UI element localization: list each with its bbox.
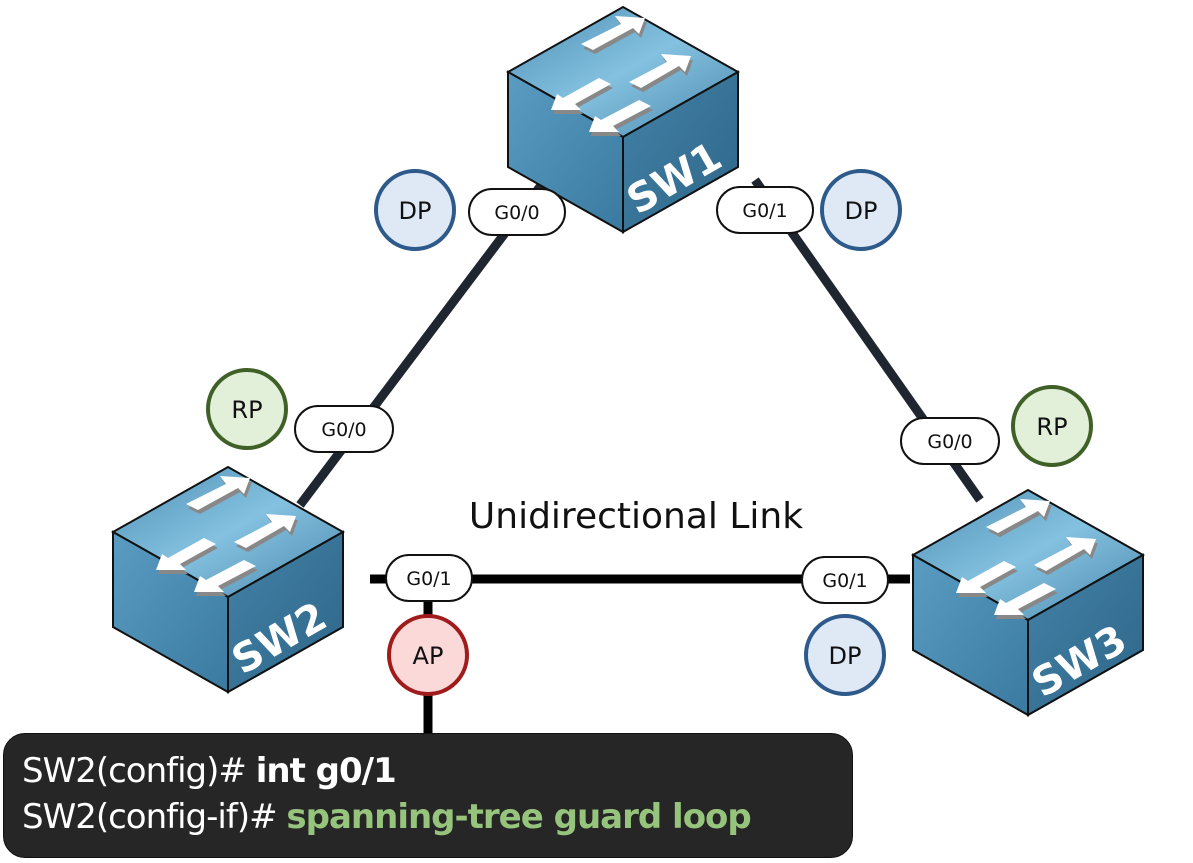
role-badge-dp-sw1-g01: DP	[820, 169, 902, 251]
role-label: RP	[231, 396, 262, 424]
cli-box: SW2(config)# int g0/1 SW2(config-if)# sp…	[3, 733, 853, 858]
link-title: Unidirectional Link	[469, 496, 803, 537]
cli-line: SW2(config-if)# spanning-tree guard loop	[22, 794, 852, 840]
port-sw1-g01: G0/1	[716, 186, 814, 234]
role-badge-dp-sw1-g00: DP	[374, 169, 456, 251]
cli-line: SW2(config)# int g0/1	[22, 748, 852, 794]
switch-sw3[interactable]: SW3	[912, 489, 1144, 716]
role-label: DP	[845, 197, 878, 225]
cli-command-highlight: spanning-tree guard loop	[286, 797, 751, 837]
port-sw3-g00: G0/0	[900, 417, 1000, 465]
role-label: RP	[1036, 413, 1067, 441]
port-label: G0/1	[406, 568, 451, 590]
port-label: G0/0	[494, 202, 539, 224]
role-badge-dp-sw3-g01: DP	[804, 614, 886, 696]
port-label: G0/0	[321, 419, 366, 441]
port-label: G0/1	[742, 200, 787, 222]
role-badge-rp-sw2-g00: RP	[206, 368, 288, 450]
cli-command: int g0/1	[255, 751, 397, 791]
port-sw3-g01: G0/1	[801, 556, 889, 604]
port-label: G0/0	[927, 431, 972, 453]
role-label: DP	[399, 197, 432, 225]
port-sw2-g01: G0/1	[385, 554, 473, 602]
port-sw2-g00: G0/0	[294, 405, 394, 453]
role-label: AP	[413, 642, 444, 670]
port-label: G0/1	[822, 570, 867, 592]
cli-prompt: SW2(config)#	[22, 751, 256, 791]
port-sw1-g00: G0/0	[468, 188, 566, 236]
role-label: DP	[829, 642, 862, 670]
role-badge-rp-sw3-g00: RP	[1011, 385, 1093, 467]
cli-prompt: SW2(config-if)#	[22, 797, 287, 837]
role-badge-ap-sw2-g01: AP	[387, 614, 469, 696]
